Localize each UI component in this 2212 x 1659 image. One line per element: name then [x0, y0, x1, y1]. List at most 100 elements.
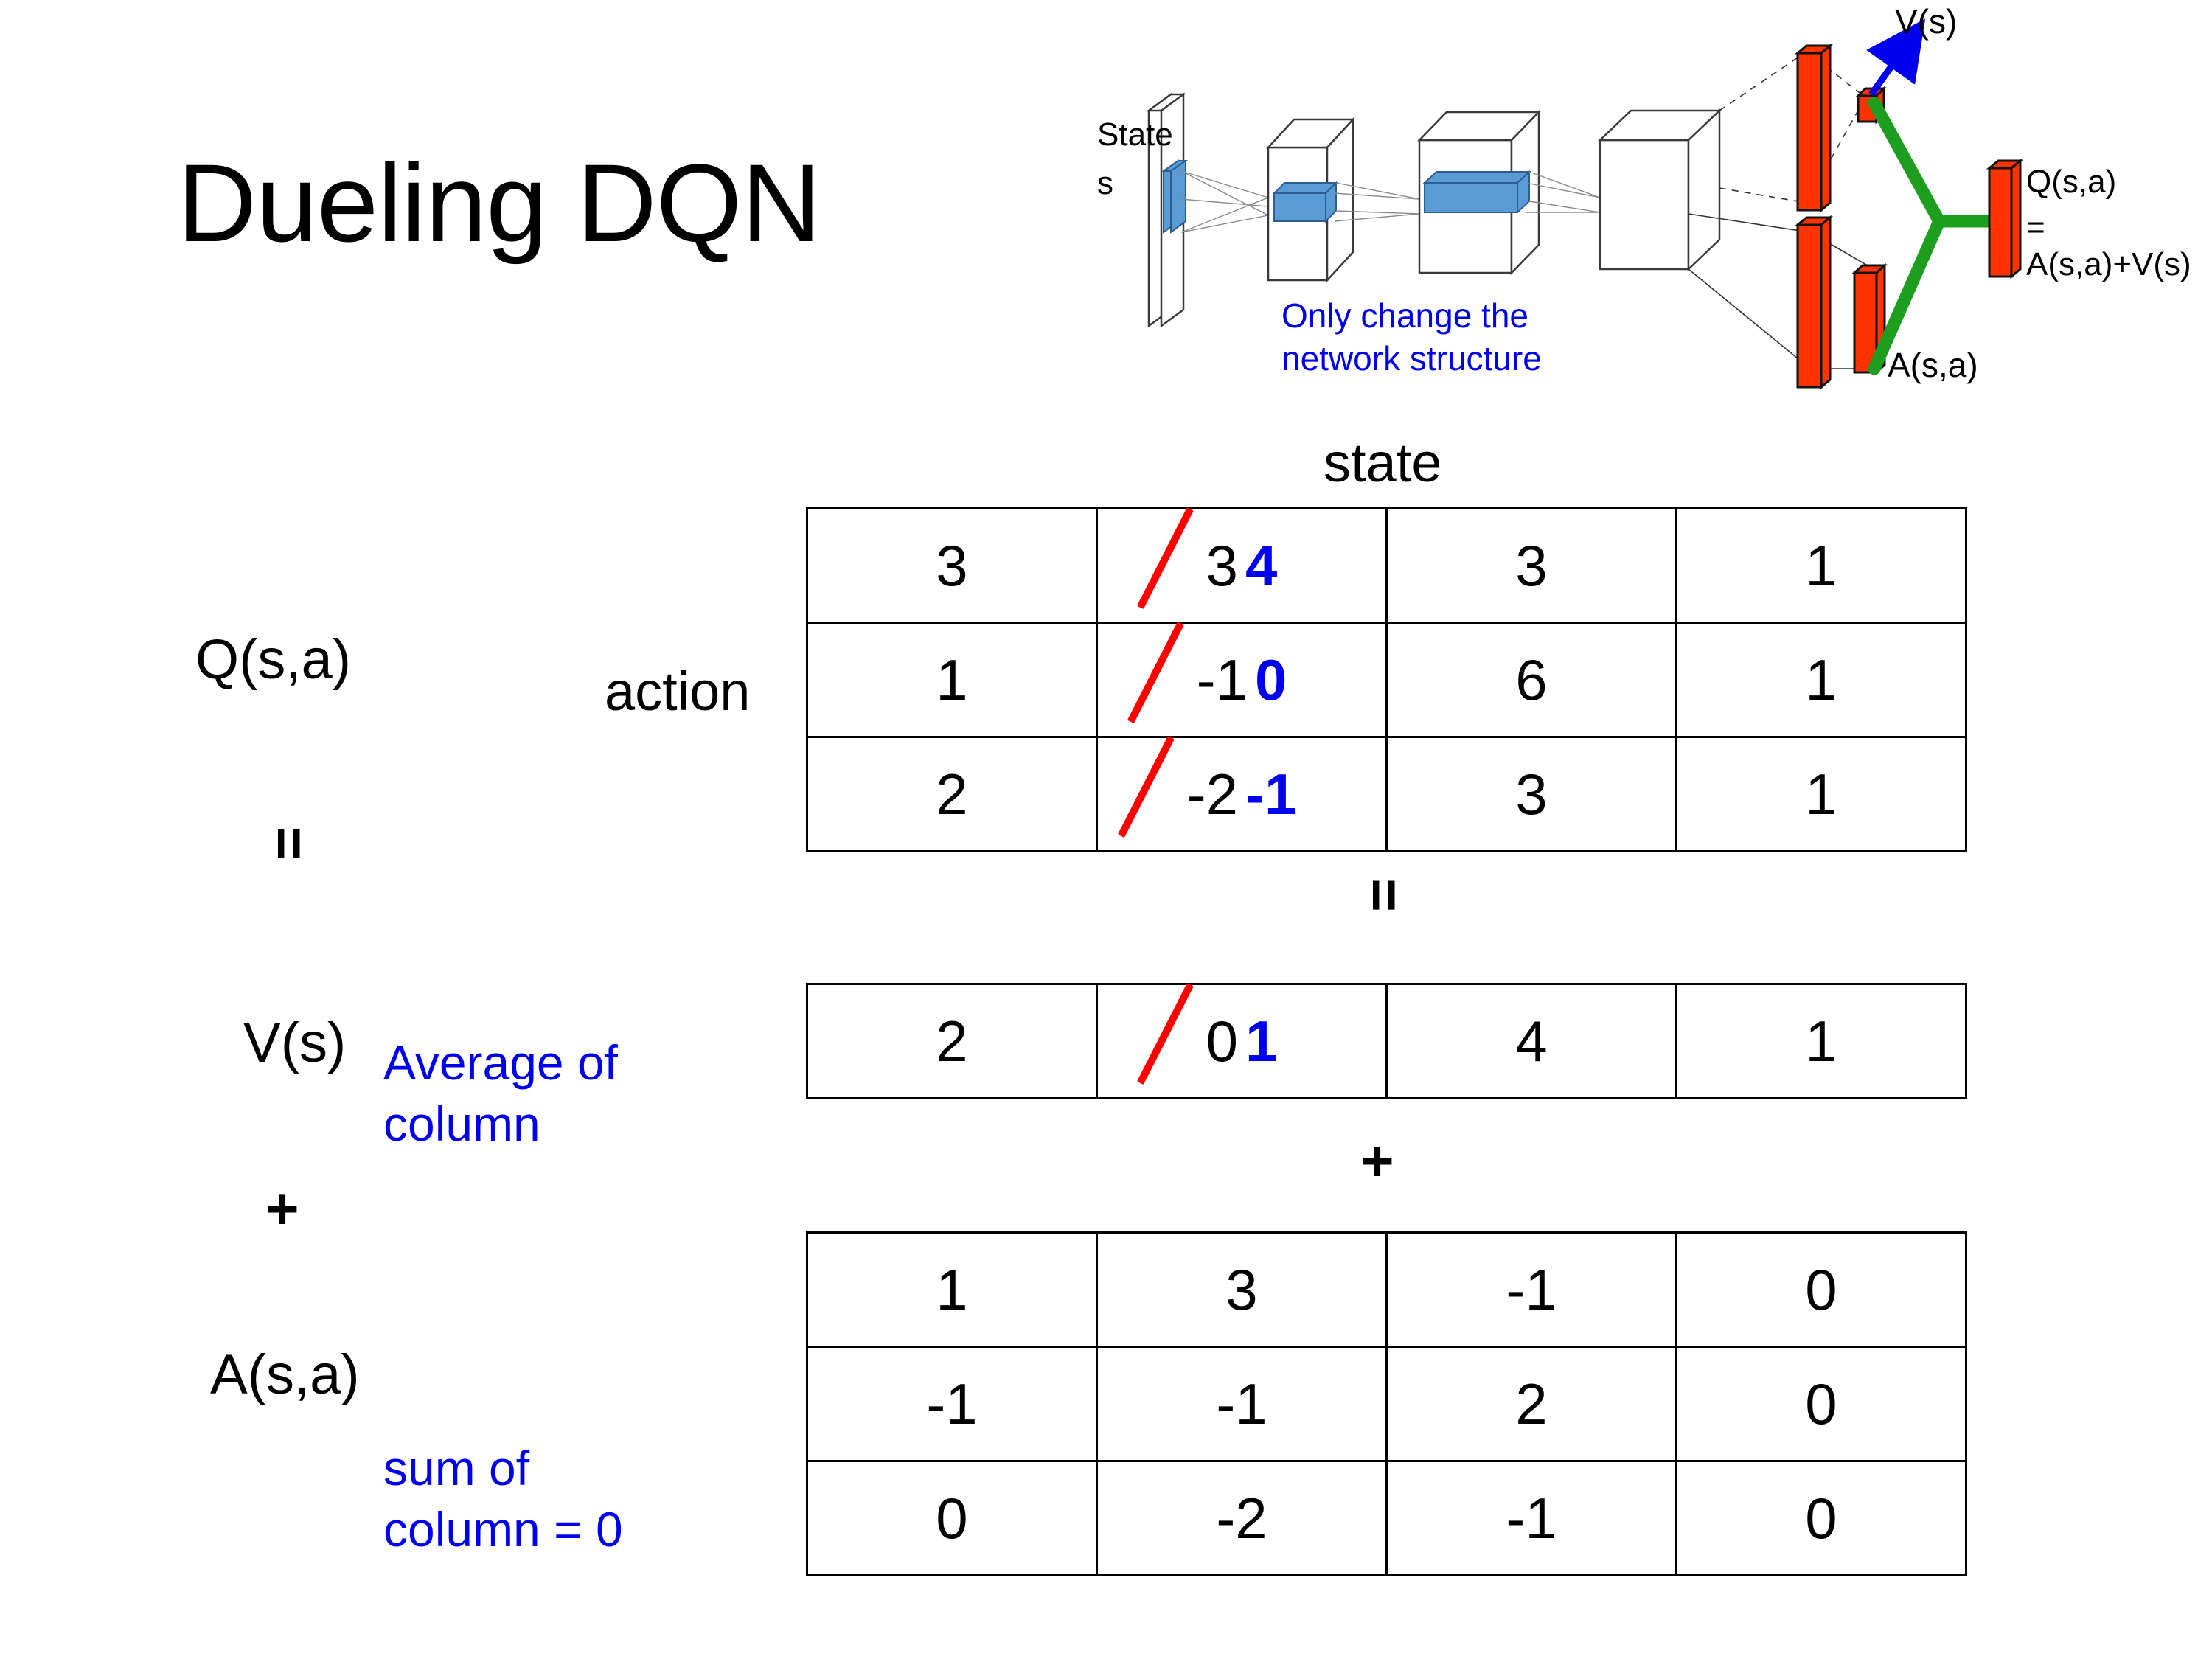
cell-value: -1 [926, 1371, 978, 1436]
cell-value: 3 [1515, 532, 1548, 598]
table-cell[interactable]: 4 [1385, 983, 1677, 1099]
cell-value: 6 [1515, 647, 1548, 712]
table-cell[interactable]: 3 [1096, 1231, 1388, 1348]
table-row: -1 -1 2 0 [806, 1346, 1967, 1462]
cell-value: 2 [936, 1008, 968, 1074]
cell-value: -2 [1216, 1485, 1267, 1551]
updated-value: -1 [1245, 761, 1297, 827]
updated-value: 1 [1245, 1008, 1278, 1074]
cell-value: 4 [1515, 1008, 1548, 1074]
struck-out-value: -2 [1186, 761, 1238, 827]
table-cell[interactable]: -1 [806, 1346, 1098, 1462]
table-cell[interactable]: 0 [1675, 1231, 1967, 1348]
average-of-column-note: Average of column [383, 1032, 730, 1154]
input-patch-shape [1161, 159, 1189, 234]
table-cell[interactable]: 2 [806, 983, 1098, 1099]
cell-value: 0 [1805, 1485, 1837, 1551]
table-cell[interactable]: 1 [1675, 507, 1967, 624]
table-cell[interactable]: -1 [1385, 1231, 1677, 1348]
table-cell[interactable]: 1 [1675, 622, 1967, 738]
cell-value: -1 [1216, 1371, 1267, 1436]
table-row: 1 3 -1 0 [806, 1231, 1967, 1348]
cell-value: 3 [1515, 761, 1548, 827]
diagram-advantage-label: A(s,a) [1888, 346, 1978, 384]
table-cell[interactable]: 3 [806, 507, 1098, 624]
table-cell[interactable]: 0 [1675, 1460, 1967, 1576]
table-cell[interactable]: -2-1 [1096, 736, 1388, 852]
diagram-note-line2: network structure [1281, 339, 1542, 378]
cell-value: 1 [936, 647, 968, 712]
plus-sign-left: + [265, 1176, 299, 1241]
cell-value: 3 [936, 532, 968, 598]
cell-value: 0 [1805, 1256, 1837, 1322]
cell-value: 1 [936, 1256, 968, 1322]
cell-value: 1 [1805, 532, 1837, 598]
page-title: Dueling DQN [177, 141, 821, 265]
updated-value: 4 [1245, 532, 1278, 598]
diagram-input-label-line2: s [1097, 165, 1113, 201]
table-cell[interactable]: 2 [1385, 1346, 1677, 1462]
conv-block-1-patch [1272, 181, 1338, 223]
cell-value: 2 [936, 761, 968, 827]
cell-value: 0 [936, 1485, 968, 1551]
table-cell[interactable]: 0 [806, 1460, 1098, 1576]
cell-value: -1 [1506, 1485, 1557, 1551]
table-row: 0 -2 -1 0 [806, 1460, 1967, 1576]
equals-sign-left: = [257, 827, 322, 860]
plus-sign-center: + [1360, 1128, 1394, 1193]
table-cell[interactable]: 1 [806, 622, 1098, 738]
struck-out-value: -1 [1196, 647, 1248, 712]
conv-block-3-shape [1597, 108, 1722, 271]
table-row: 2 -2-1 3 1 [806, 736, 1967, 852]
cell-value: -1 [1506, 1256, 1557, 1322]
average-note-line1: Average of [383, 1035, 619, 1090]
sum-note-line2: column = 0 [383, 1501, 623, 1557]
conv-fan-3 [1526, 171, 1601, 213]
v-function-label: V(s) [243, 1012, 347, 1074]
cell-value: 1 [1805, 761, 1837, 827]
table-cell[interactable]: 0 [1675, 1346, 1967, 1462]
cell-value: 2 [1515, 1371, 1548, 1436]
diagram-value-label: V(s) [1895, 2, 1958, 41]
q-function-label: Q(s,a) [195, 628, 352, 691]
diagram-output-label-line1: Q(s,a) [2026, 164, 2117, 200]
sum-of-column-note: sum of column = 0 [383, 1438, 730, 1559]
a-value-table: 1 3 -1 0 -1 -1 2 0 0 -2 -1 0 [806, 1231, 1967, 1576]
conv-fan-2 [1334, 182, 1420, 222]
table-cell[interactable]: 2 [806, 736, 1098, 852]
table-cell[interactable]: -1 [1096, 1346, 1388, 1462]
table-cell[interactable]: 3 [1385, 736, 1677, 852]
equals-sign-center: = [1352, 878, 1417, 912]
dueling-network-diagram: State s Only change the network structur… [1084, 0, 2212, 413]
table-cell[interactable]: 1 [1675, 736, 1967, 852]
combine-connector [1868, 97, 2001, 375]
average-note-line2: column [383, 1096, 540, 1151]
cell-value: 3 [1225, 1256, 1258, 1322]
diagram-note-line1: Only change the [1281, 296, 1529, 335]
struck-out-value: 0 [1206, 1008, 1238, 1074]
table-cell[interactable]: -2 [1096, 1460, 1388, 1576]
table-cell[interactable]: 6 [1385, 622, 1677, 738]
updated-value: 0 [1254, 647, 1287, 712]
table-cell[interactable]: 1 [806, 1231, 1098, 1348]
diagram-output-label-line2: = A(s,a)+V(s) [2026, 209, 2191, 282]
table-cell[interactable]: 3 [1385, 507, 1677, 624]
cell-value: 1 [1805, 1008, 1837, 1074]
a-function-label: A(s,a) [210, 1343, 360, 1406]
table-cell[interactable]: -1 [1385, 1460, 1677, 1576]
table-cell[interactable]: 1 [1675, 983, 1967, 1099]
q-output-bar [1986, 158, 2024, 279]
struck-out-value: 3 [1206, 532, 1238, 598]
state-axis-label: state [1324, 432, 1442, 493]
conv-block-2-patch [1422, 170, 1531, 215]
value-stream-bar [1794, 43, 1834, 213]
cell-value: 0 [1805, 1371, 1837, 1436]
